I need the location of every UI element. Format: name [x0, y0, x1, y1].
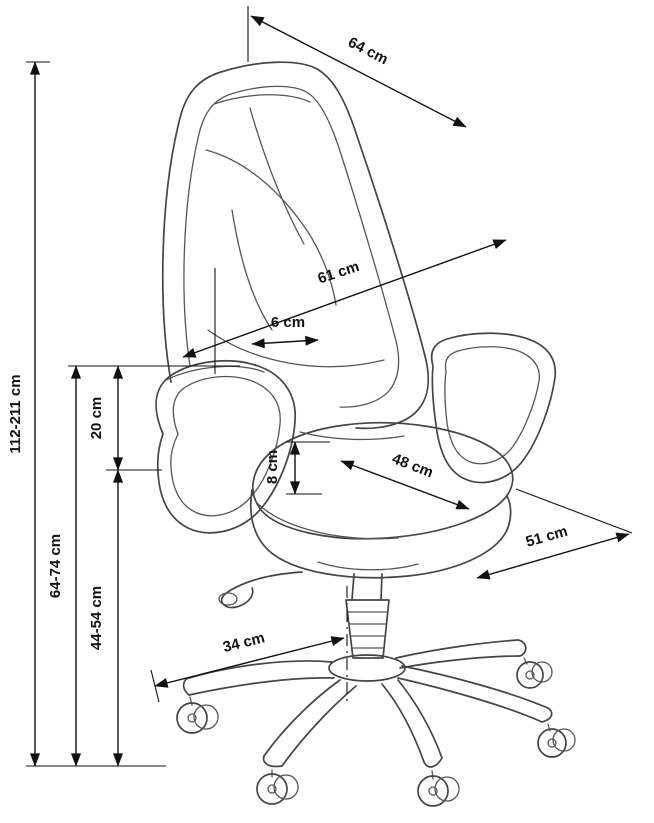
dimension-armrest-above-seat: 20 cm [88, 365, 162, 471]
dimension-backrest-top-width: 64 cm [247, 6, 467, 128]
dimension-label: 48 cm [390, 450, 436, 481]
chair-right-armrest [430, 332, 557, 484]
dimension-seat-height: 44-54 cm [88, 469, 124, 767]
dimension-label: 6 cm [271, 314, 305, 331]
dimension-label: 8 cm [264, 450, 281, 484]
dimension-label: 64 cm [345, 34, 391, 68]
chair-seat [249, 421, 514, 579]
dimension-label: 20 cm [88, 397, 105, 440]
dimension-base-leg-length: 34 cm [150, 586, 348, 706]
dimension-label: 51 cm [524, 523, 570, 551]
caster-front-left [256, 769, 299, 805]
dimension-label: 64-74 cm [47, 534, 64, 598]
dimension-armrest-height: 64-74 cm [47, 365, 240, 767]
caster-back-right [516, 657, 553, 689]
dimension-label: 112-211 cm [7, 374, 24, 453]
caster-right [537, 723, 576, 758]
chair-drawing [155, 61, 576, 807]
chair-base [176, 639, 576, 807]
dimension-backrest-width: 61 cm [182, 239, 507, 374]
caster-front-right [417, 770, 460, 807]
dimension-armrest-pad-width: 6 cm [251, 314, 319, 349]
dimension-label: 61 cm [316, 258, 362, 287]
chair-backrest [161, 61, 430, 430]
dimension-label: 34 cm [221, 629, 266, 656]
caster-left [176, 696, 219, 734]
chair-gas-lift [218, 561, 419, 682]
dimension-label: 44-54 cm [88, 586, 105, 650]
dimension-seat-width: 48 cm [340, 450, 470, 510]
chair-left-armrest [155, 360, 296, 534]
dimension-seat-thickness: 8 cm [264, 441, 330, 495]
dimension-overall-height: 112-211 cm [7, 61, 166, 767]
